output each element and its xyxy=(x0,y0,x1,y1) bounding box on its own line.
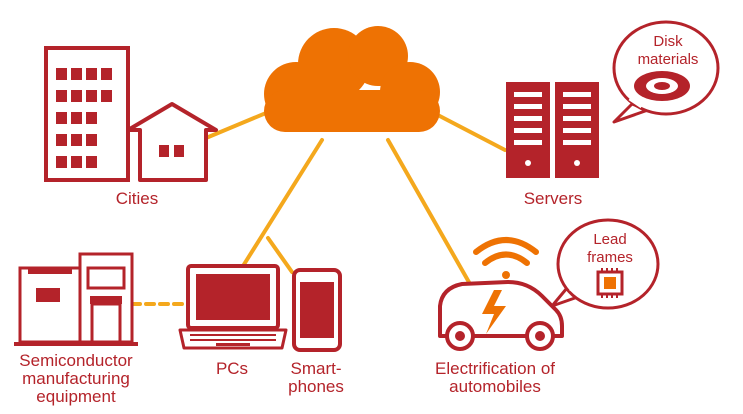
connector-cloud-servers xyxy=(430,110,507,152)
cloud-icon xyxy=(264,26,440,132)
semiconductor-label-line2: manufacturing xyxy=(22,369,130,388)
automobiles-label-line2: automobiles xyxy=(449,377,541,396)
cities-label: Cities xyxy=(116,189,159,208)
disk-icon xyxy=(634,71,690,101)
disk-callout-line2: materials xyxy=(638,51,699,68)
disk-callout-line1: Disk xyxy=(653,33,683,50)
pcs-label: PCs xyxy=(216,359,248,378)
servers-label: Servers xyxy=(524,189,583,208)
city-buildings-icon xyxy=(44,46,218,182)
disk-callout: Disk materials xyxy=(612,20,720,124)
connector-cloud-car xyxy=(386,138,472,286)
connector-branch-phones xyxy=(266,236,294,274)
laptop-icon xyxy=(178,264,288,350)
automobiles-label-line1: Electrification of xyxy=(435,359,555,378)
chip-icon xyxy=(596,268,624,298)
lead-callout-line2: frames xyxy=(587,249,633,266)
smartphones-label-line1: Smart- xyxy=(291,359,342,378)
factory-equipment-icon xyxy=(14,252,138,346)
smartphones-label-line2: phones xyxy=(288,377,344,396)
connector-lines xyxy=(130,106,507,306)
wireless-signal-icon xyxy=(473,237,539,279)
smartphone-icon xyxy=(292,268,342,352)
electric-car-icon xyxy=(438,280,564,351)
semiconductor-label-line1: Semiconductor xyxy=(19,351,133,370)
lead-callout-line1: Lead xyxy=(593,231,626,248)
lead-frames-callout: Lead frames xyxy=(550,218,660,310)
server-rack-icon xyxy=(506,82,599,178)
semiconductor-label-line3: equipment xyxy=(36,387,116,406)
connector-cloud-pcs xyxy=(241,138,324,268)
